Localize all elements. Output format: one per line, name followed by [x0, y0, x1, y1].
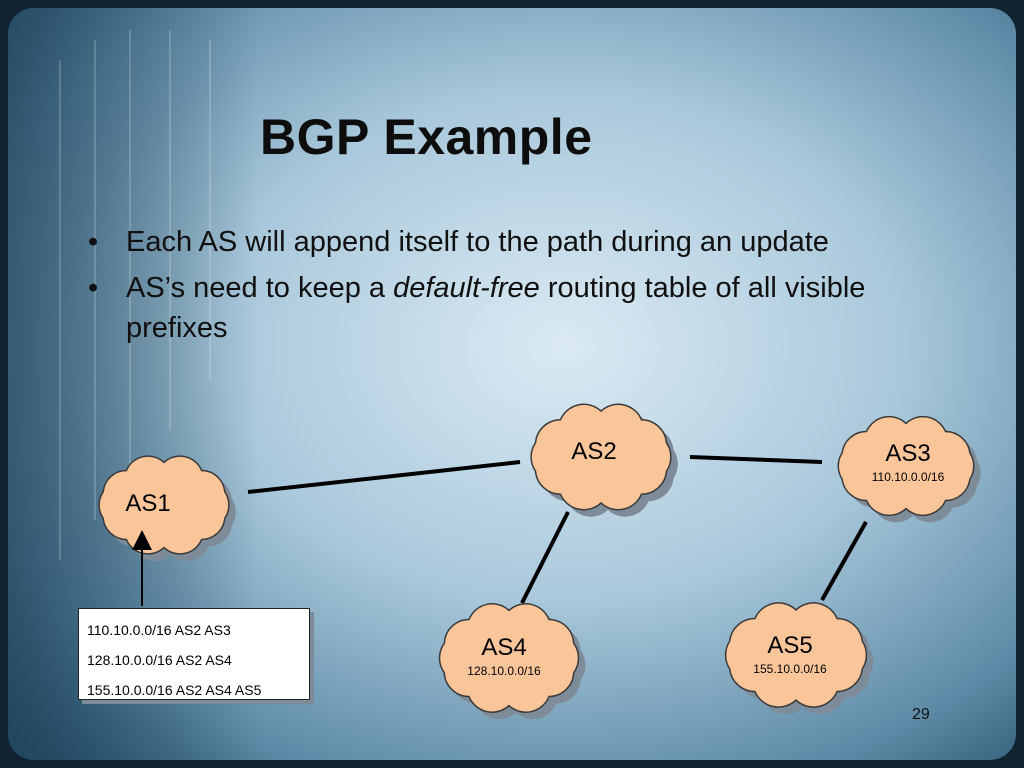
link-as2-as3 [689, 455, 823, 464]
link-as3-as5 [820, 521, 868, 601]
bullet-text-tail: routing table of all visible prefixes [126, 272, 866, 344]
node-label-as2: AS2 [534, 438, 654, 468]
node-label-as4: AS4 128.10.0.0/16 [434, 634, 574, 678]
routing-table-row: 110.10.0.0/16 AS2 AS3 [87, 622, 231, 638]
link-as2-as4 [520, 511, 570, 604]
slide-title: BGP Example [260, 109, 593, 165]
bullet-item: • AS’s need to keep a default-free routi… [88, 268, 928, 348]
bullet-marker: • [88, 272, 99, 304]
cloud-shape [837, 415, 975, 517]
node-label-as1: AS1 [88, 490, 208, 520]
node-prefix: 110.10.0.0/16 [871, 470, 945, 484]
node-prefix: 155.10.0.0/16 [753, 662, 827, 676]
link-as1-as2 [247, 460, 521, 494]
node-name: AS3 [885, 440, 931, 467]
node-name: AS1 [125, 490, 171, 517]
node-prefix: 128.10.0.0/16 [467, 664, 541, 678]
links [247, 455, 868, 604]
node-name: AS5 [767, 632, 813, 659]
cloud-as2 [530, 403, 678, 517]
cloud-shape [530, 403, 672, 511]
bullet-emphasis: default-free [393, 272, 540, 304]
bullet-marker: • [88, 226, 99, 258]
bullet-item: • Each AS will append itself to the path… [88, 222, 928, 262]
cloud-as1 [98, 455, 236, 561]
cloud-shape [724, 602, 868, 708]
bullet-text: Each AS will append itself to the path d… [126, 226, 829, 258]
routing-table-row: 128.10.0.0/16 AS2 AS4 [87, 652, 232, 668]
cloud-shape [438, 603, 580, 713]
node-name: AS2 [571, 438, 617, 465]
node-label-as3: AS3 110.10.0.0/16 [838, 440, 978, 484]
page-number: 29 [912, 706, 930, 723]
nodes [98, 403, 981, 720]
cloud-as5 [724, 602, 874, 715]
cloud-as4 [438, 603, 586, 720]
routing-table-row: 155.10.0.0/16 AS2 AS4 AS5 [87, 682, 262, 698]
node-label-as5: AS5 155.10.0.0/16 [720, 632, 860, 676]
node-name: AS4 [481, 634, 527, 661]
routing-table: 110.10.0.0/16 AS2 AS3 128.10.0.0/16 AS2 … [78, 608, 310, 700]
bullet-text: AS’s need to keep a [126, 272, 394, 304]
cloud-shape [98, 455, 230, 555]
bullet-list: • Each AS will append itself to the path… [88, 222, 928, 354]
cloud-as3 [837, 415, 981, 523]
